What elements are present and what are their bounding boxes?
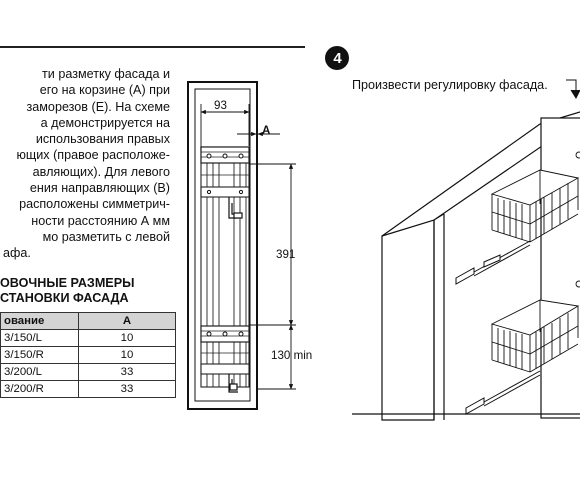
cabinet-illustration [352,111,580,421]
paragraph-line: ности расстоянию А мм [31,213,170,228]
cell-model: 3/200/R [0,380,79,398]
table-row: 3/150/L 10 [0,329,176,347]
paragraph-line: афа. [3,246,31,261]
table-row: 3/200/L 33 [0,363,176,381]
step-number: 4 [333,50,342,67]
installation-dimensions-table: ование A 3/150/L 10 3/150/R 10 3/200/L 3… [0,312,176,398]
width-dimension-label: 93 [214,99,227,112]
offset-a-label: A [262,124,271,137]
table-heading-line1: ОВОЧНЫЕ РАЗМЕРЫ [0,276,135,290]
table-row: 3/200/R 33 [0,380,176,398]
bottom-min-dimension [257,324,296,390]
paragraph-line: заморезов (Е). На схеме [26,99,171,114]
paragraph-line: авляющих). Для левого [32,164,170,179]
cell-model: 3/200/L [0,363,79,381]
paragraph-line: ющих (правое расположе- [16,148,170,163]
cell-a-value: 33 [78,380,176,398]
paragraph-line: а демонстрируется на [40,115,170,130]
facade-inner-frame [194,88,251,402]
lower-rail-bracket [228,374,238,393]
paragraph-line: использования правых [35,132,170,147]
upper-basket-shelf [200,146,250,198]
paragraph-line: расположены симметрич- [19,197,170,212]
bottom-min-label: 130 min [271,349,313,362]
upper-rail-bracket [228,197,243,219]
facade-panel [187,81,258,410]
height-dimension [249,163,296,326]
table-row: 3/150/R 10 [0,346,176,364]
offset-a-dimension [237,122,280,146]
width-dimension [200,104,250,150]
header-rule [0,46,305,48]
paragraph-line: мо разметить с левой [42,229,170,244]
paragraph-line: ти разметку фасада и [42,67,170,81]
paragraph-line: его на корзине (А) при [39,83,170,98]
step-instruction: Произвести регулировку фасада. [352,78,548,92]
step-badge [325,46,349,70]
height-dimension-label: 391 [276,248,296,261]
cell-model: 3/150/L [0,329,79,347]
table-heading-line2: СТАНОВКИ ФАСАДА [0,291,129,305]
callout-arrow [566,79,580,100]
cell-a-value: 10 [78,346,176,364]
instruction-paragraph: ти разметку фасада и его на корзине (А) … [0,66,170,262]
lower-basket-shelf [200,325,250,375]
paragraph-line: ения направляющих (В) [29,181,170,196]
